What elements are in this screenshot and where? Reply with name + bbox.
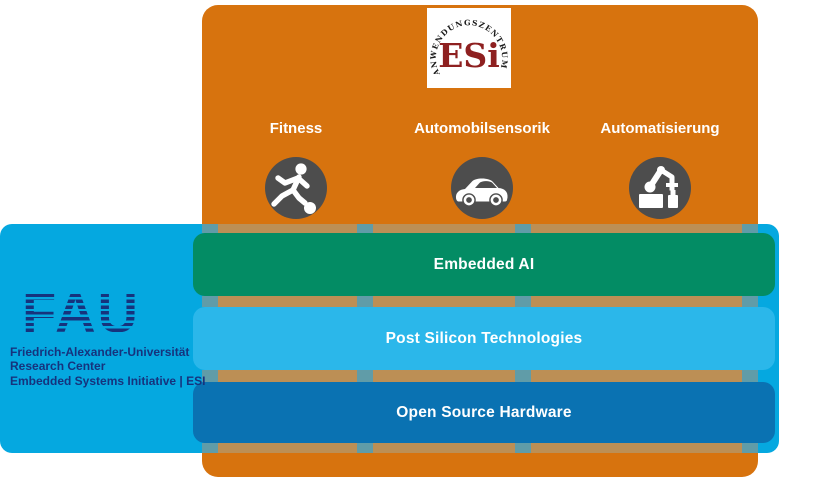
domain-fitness: Fitness [206, 120, 386, 219]
institute-line-research-center: Research Center [10, 359, 106, 374]
logo-wordmark: ESi [438, 36, 500, 75]
layer-bar-open-source-hardware: Open Source Hardware [193, 382, 775, 443]
car-icon [455, 178, 508, 207]
connector-notch [742, 224, 758, 233]
automatisierung-icon-circle [629, 157, 691, 219]
overlap-band [202, 443, 758, 453]
fitness-icon-circle [265, 157, 327, 219]
domain-automatisierung: Automatisierung [570, 120, 750, 219]
connector-notch [202, 296, 218, 307]
overlap-band [202, 224, 758, 233]
layer-bar-embedded-ai: Embedded AI [193, 233, 775, 296]
connector-notch [515, 370, 531, 382]
connector-notch [742, 370, 758, 382]
connector-notch [515, 296, 531, 307]
overlap-band [202, 296, 758, 307]
robot-arm-icon [639, 166, 678, 208]
overlap-band [202, 370, 758, 382]
domain-label: Fitness [269, 120, 323, 137]
layer-label: Embedded AI [433, 255, 535, 273]
connector-notch [742, 296, 758, 307]
connector-notch [357, 224, 373, 233]
connector-notch [202, 443, 218, 453]
fau-logo: FAU [22, 285, 240, 341]
connector-notch [357, 296, 373, 307]
automobilsensorik-icon-circle [451, 157, 513, 219]
connector-notch [742, 443, 758, 453]
esi-logo-graphic: ANWENDUNGSZENTRUM ESi [429, 18, 508, 78]
layer-bar-post-silicon-technologies: Post Silicon Technologies [193, 307, 775, 370]
connector-notch [202, 224, 218, 233]
institute-text: Friedrich-Alexander-Universität Research… [10, 345, 240, 388]
fau-institute-block: FAU Friedrich-Alexander-Universität Rese… [10, 285, 240, 388]
connector-notch [515, 224, 531, 233]
domain-automobilsensorik: Automobilsensorik [392, 120, 572, 219]
connector-notch [357, 370, 373, 382]
soccer-player-icon [271, 163, 316, 214]
layer-label: Post Silicon Technologies [385, 329, 583, 347]
layer-label: Open Source Hardware [396, 403, 572, 421]
connector-notch [357, 443, 373, 453]
anwendungszentrum-esi-logo: ANWENDUNGSZENTRUM ESi [427, 8, 511, 88]
domain-label: Automatisierung [600, 120, 720, 137]
institute-line-initiative: Embedded Systems Initiative | ESI [10, 373, 206, 388]
connector-notch [515, 443, 531, 453]
institute-line-university: Friedrich-Alexander-Universität [10, 345, 190, 359]
connector-notch [202, 370, 218, 382]
domain-label: Automobilsensorik [414, 120, 550, 137]
